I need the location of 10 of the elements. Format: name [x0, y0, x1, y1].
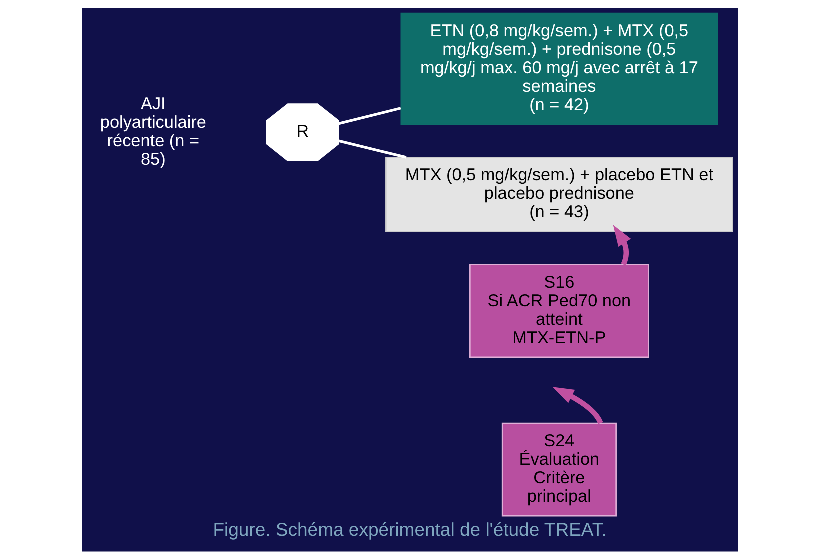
- arrow: [552, 387, 604, 424]
- label: AJI polyarticulaire récente (n = 85): [100, 93, 206, 169]
- node-box: S16 Si ACR Ped70 non atteint MTX-ETN-P: [470, 264, 650, 358]
- connector: [338, 140, 407, 159]
- connector: [338, 107, 402, 126]
- arrow: [613, 225, 632, 266]
- node-box: ETN (0,8 mg/kg/sem.) + MTX (0,5 mg/kg/sem.) + prednisone (0,5 mg/kg/j max. 60 mg/j avec arrêt à 17 semaines (n = 42): [400, 12, 718, 126]
- node-box: MTX (0,5 mg/kg/sem.) + placebo ETN et placebo prednisone (n = 43): [386, 157, 734, 232]
- node-box: S24 Évaluation Critère principal: [502, 422, 617, 517]
- caption: Figure. Schéma expérimental de l'étude TREAT.: [213, 519, 607, 540]
